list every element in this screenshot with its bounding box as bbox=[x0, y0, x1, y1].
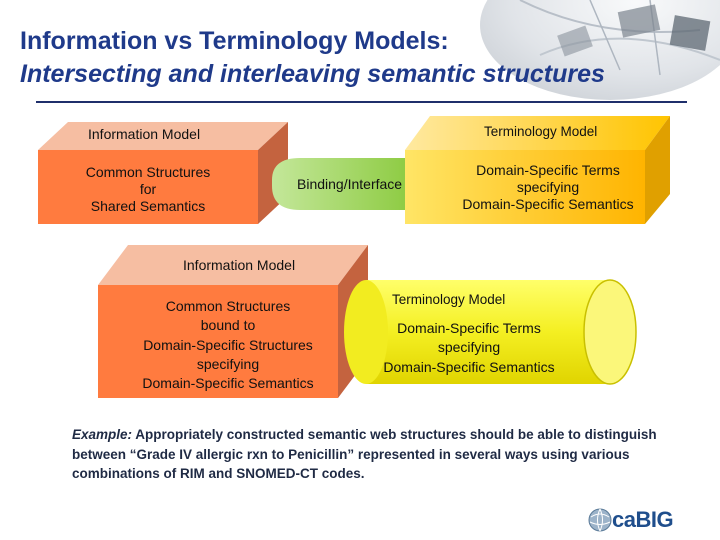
globe-image bbox=[480, 0, 720, 100]
body-line: specifying bbox=[516, 178, 580, 195]
body-line: Domain-Specific Semantics bbox=[383, 358, 555, 375]
body-line: specifying bbox=[437, 339, 501, 356]
slide-title: Information vs Terminology Models: bbox=[20, 27, 449, 55]
bottom-terminology-cylinder bbox=[344, 279, 637, 385]
top-info-model-body: Common Structures for Shared Semantics bbox=[38, 164, 258, 214]
logo-text: caBIG bbox=[612, 507, 674, 532]
body-line: Domain-Specific Structures bbox=[143, 336, 313, 353]
body-line: Domain-Specific Semantics bbox=[142, 375, 314, 392]
body-line: Domain-Specific Semantics bbox=[462, 195, 634, 212]
example-lead: Example: bbox=[72, 427, 133, 442]
binding-interface-shape bbox=[272, 158, 405, 210]
bottom-info-model-label: Information Model bbox=[183, 257, 296, 273]
body-line: Shared Semantics bbox=[90, 197, 206, 214]
top-term-model-label: Terminology Model bbox=[484, 124, 598, 139]
body-line: Common Structures bbox=[165, 298, 291, 314]
top-info-model-label: Information Model bbox=[88, 126, 201, 142]
body-line: bound to bbox=[200, 317, 256, 334]
bottom-info-model-body: Common Structures bound to Domain-Specif… bbox=[108, 297, 348, 394]
body-line: Domain-Specific Terms bbox=[476, 162, 620, 178]
example-paragraph: Example: Appropriately constructed seman… bbox=[72, 425, 672, 484]
bottom-term-model-body: Domain-Specific Terms specifying Domain-… bbox=[358, 319, 580, 377]
cabig-logo: caBIG bbox=[588, 505, 704, 535]
globe-icon bbox=[588, 508, 612, 532]
slide-subtitle: Intersecting and interleaving semantic s… bbox=[20, 60, 605, 88]
top-term-model-body: Domain-Specific Terms specifying Domain-… bbox=[415, 162, 681, 212]
binding-label: Binding/Interface bbox=[297, 176, 403, 192]
body-line: specifying bbox=[196, 355, 260, 372]
bottom-information-model-block bbox=[98, 245, 368, 398]
body-line: Common Structures bbox=[85, 164, 211, 180]
body-line: for bbox=[139, 180, 157, 197]
top-terminology-model-block bbox=[405, 116, 670, 224]
body-line: Domain-Specific Terms bbox=[397, 320, 541, 336]
bottom-term-model-label: Terminology Model bbox=[392, 292, 506, 307]
title-divider bbox=[36, 101, 687, 103]
example-text: Appropriately constructed semantic web s… bbox=[72, 427, 657, 482]
